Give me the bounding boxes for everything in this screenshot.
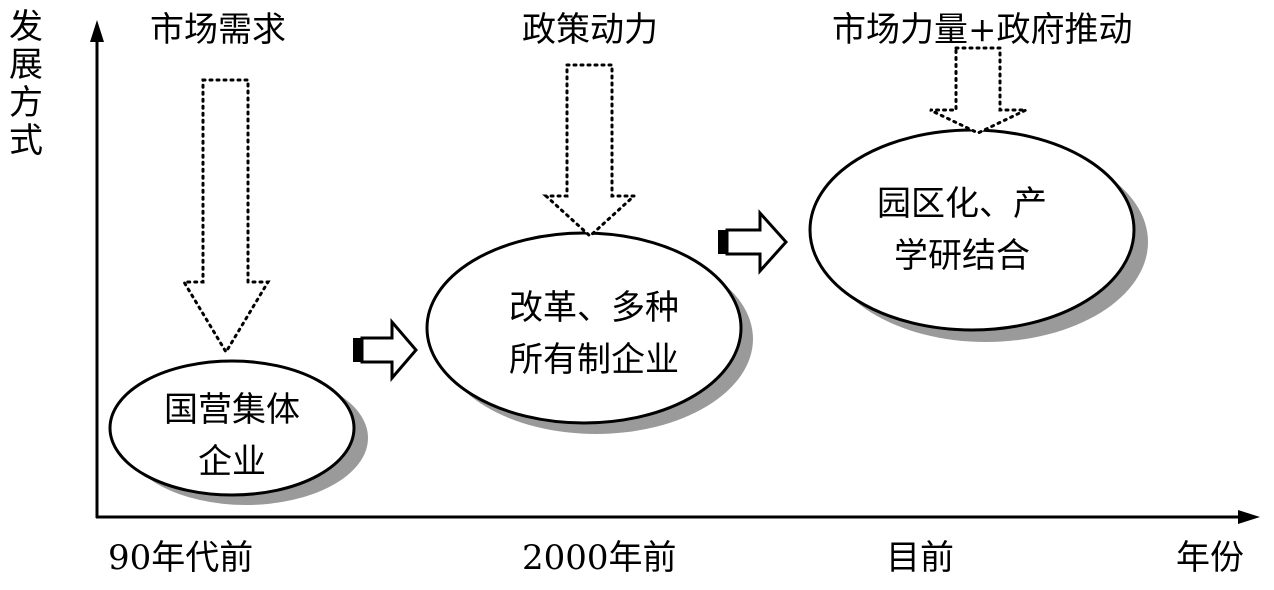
stage-2-line-2: 所有制企业	[509, 340, 679, 380]
progress-arrow-1	[353, 317, 418, 383]
progress-arrow-2	[718, 209, 789, 275]
stage-3-line-1: 园区化、产	[877, 184, 1047, 224]
stage-1-text: 国营集体 企业	[142, 384, 322, 488]
stage-3-text: 园区化、产 学研结合	[862, 178, 1062, 282]
stage-1-ellipse	[108, 359, 356, 497]
y-axis-title-char: 发	[9, 7, 43, 47]
stage-1-line-2: 企业	[198, 442, 266, 482]
stage-1-line-1: 国营集体	[164, 390, 300, 430]
driver-label-policy: 政策动力	[522, 10, 658, 50]
stage-2-text: 改革、多种 所有制企业	[494, 282, 694, 386]
y-axis-title: 发 展 方 式	[6, 8, 46, 160]
x-axis-title: 年份	[1176, 538, 1244, 578]
stage-2-ellipse	[425, 231, 743, 425]
y-axis-title-char: 式	[9, 121, 43, 161]
y-axis-arrowhead	[90, 20, 104, 42]
stage-3-line-2: 学研结合	[894, 236, 1030, 276]
driver-label-market-demand: 市场需求	[150, 10, 286, 50]
driver-arrow-2	[542, 63, 638, 239]
x-tick-pre-2000: 2000年前	[522, 538, 677, 578]
y-axis-title-char: 展	[9, 45, 43, 85]
y-axis-title-char: 方	[9, 83, 43, 123]
x-tick-current: 目前	[886, 538, 954, 578]
x-axis-arrowhead	[1238, 510, 1260, 524]
driver-label-market-government: 市场力量+政府推动	[832, 10, 1133, 50]
stage-2-line-1: 改革、多种	[509, 288, 679, 328]
driver-arrow-1	[181, 78, 271, 355]
x-tick-pre-90s: 90年代前	[108, 538, 254, 578]
driver-arrow-3	[929, 46, 1027, 135]
